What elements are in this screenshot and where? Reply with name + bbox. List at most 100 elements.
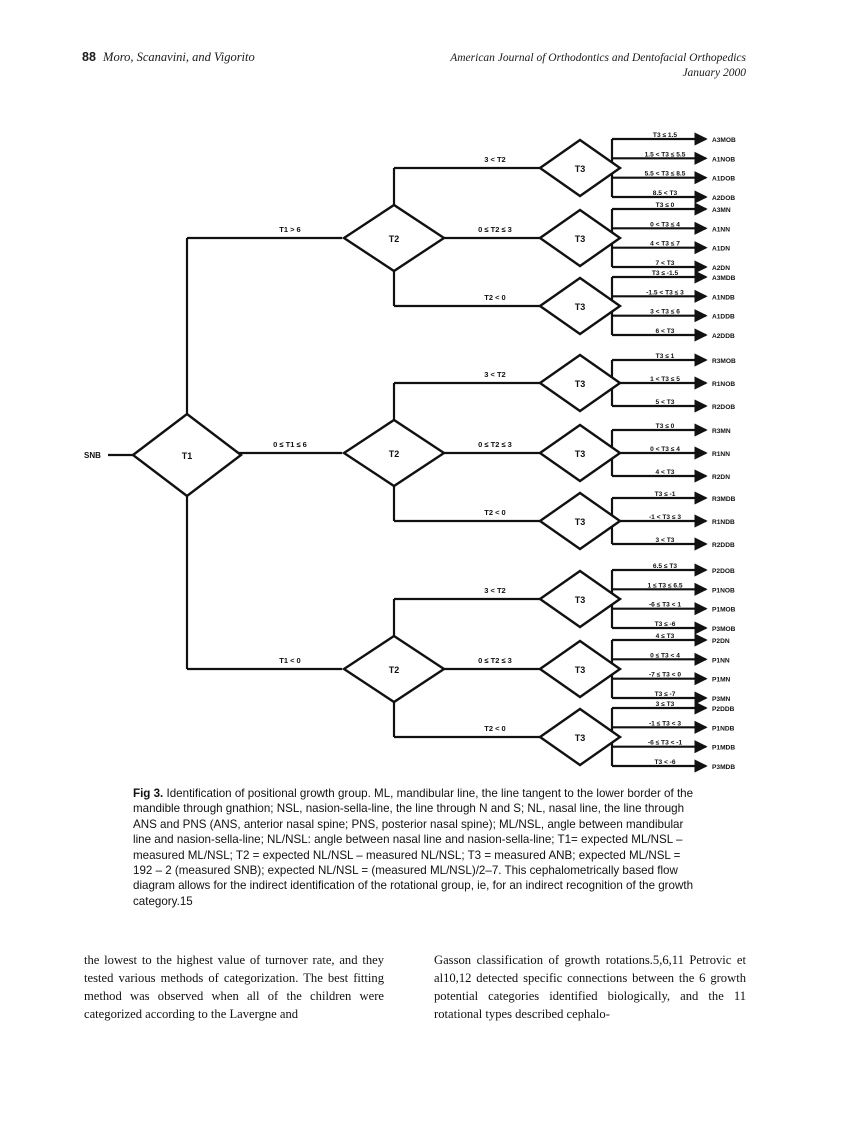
t3-condition-label: -1.5 < T3 ≤ 3 [646,289,684,296]
t3-decision [537,639,623,699]
growth-category-label: A1NN [712,226,730,233]
t3-decision [537,569,623,629]
t3-condition-label: T3 ≤ -1.5 [652,270,679,277]
t3-condition-label: 6 < T3 [656,328,675,335]
figure-caption: Fig 3. Identification of positional grow… [133,786,699,909]
t2-branch-label: T2 < 0 [484,293,505,302]
caption-label: Fig 3. [133,787,164,800]
growth-category-label: A2DN [712,265,730,272]
t3-condition-label: 3 < T3 ≤ 6 [650,309,680,316]
growth-category-label: A1NDB [712,294,735,301]
t2-decision [341,418,447,488]
t3-condition-label: 4 ≤ T3 [656,633,675,640]
growth-category-label: P1NOB [712,587,735,594]
growth-category-label: P3MDB [712,764,735,771]
growth-category-label: P1MN [712,677,731,684]
t1-decision [131,412,243,498]
t3-condition-label: 1 < T3 ≤ 5 [650,376,680,383]
t3-condition-label: 4 < T3 [656,469,675,476]
t3-decision [537,138,623,198]
growth-category-label: R3MOB [712,358,736,365]
t2-decision-label: T2 [389,449,400,459]
growth-category-label: R3MN [712,428,731,435]
t3-condition-label: 1 ≤ T3 ≤ 6.5 [647,582,682,589]
t3-condition-label: 6.5 ≤ T3 [653,563,677,570]
t3-condition-label: 0 < T3 ≤ 4 [650,446,680,453]
growth-category-label: A2DOB [712,195,735,202]
t1-branch-label: T1 < 0 [279,656,300,665]
growth-category-label: P1NDB [712,725,735,732]
growth-category-label: R3MDB [712,496,736,503]
t2-branch-label: 3 < T2 [484,155,505,164]
t2-decision [341,634,447,704]
t2-decision-label: T2 [389,234,400,244]
t3-decision-label: T3 [575,733,586,743]
growth-category-label: A3MOB [712,137,736,144]
t3-condition-label: T3 ≤ -7 [655,691,676,698]
t2-branch-label: 0 ≤ T2 ≤ 3 [478,440,512,449]
t3-decision [537,423,623,483]
t2-branch-label: T2 < 0 [484,724,505,733]
t2-branch-label: 3 < T2 [484,586,505,595]
t3-condition-label: T3 ≤ 1.5 [653,132,677,139]
page-number: 88 [82,50,96,64]
t3-decision-label: T3 [575,234,586,244]
t3-condition-label: 0 ≤ T3 < 4 [650,652,680,659]
growth-category-label: P3MOB [712,626,736,633]
t3-condition-label: T3 ≤ 0 [656,423,675,430]
t3-condition-label: -6 ≤ T3 < -1 [648,740,683,747]
t3-condition-label: 1.5 < T3 ≤ 5.5 [645,151,686,158]
t3-condition-label: 5 < T3 [656,399,675,406]
growth-category-label: A1DN [712,246,730,253]
growth-category-label: A1DDB [712,314,735,321]
t3-condition-label: T3 < -6 [654,759,675,766]
issue-date: January 2000 [682,67,746,79]
t2-branch-label: 0 ≤ T2 ≤ 3 [478,656,512,665]
t3-decision [537,707,623,767]
t1-decision-label: T1 [182,451,193,461]
t3-condition-label: T3 ≤ 1 [656,353,675,360]
growth-category-label: P2DDB [712,706,735,713]
growth-category-label: R2DN [712,474,730,481]
t3-decision [537,276,623,336]
t3-condition-label: -6 ≤ T3 < 1 [649,602,681,609]
t3-condition-label: 3 ≤ T3 [656,701,675,708]
t2-decision [341,203,447,273]
t3-decision [537,208,623,268]
t3-condition-label: 4 < T3 ≤ 7 [650,241,680,248]
t1-branch-label: T1 > 6 [279,225,300,234]
author-list: Moro, Scanavini, and Vigorito [103,50,255,64]
t3-condition-label: T3 ≤ 0 [656,202,675,209]
root-label-snb: SNB [84,451,101,460]
t1-branch-label: 0 ≤ T1 ≤ 6 [273,440,307,449]
growth-category-label: R2DDB [712,542,735,549]
growth-category-label: A1DOB [712,176,735,183]
t3-decision-label: T3 [575,665,586,675]
t2-decision-label: T2 [389,665,400,675]
t3-decision-label: T3 [575,379,586,389]
t3-condition-label: -1 ≤ T3 < 3 [649,720,681,727]
running-header-left: 88 Moro, Scanavini, and Vigorito [82,50,255,65]
growth-category-label: R2DOB [712,404,735,411]
t3-condition-label: 5.5 < T3 ≤ 8.5 [645,171,686,178]
growth-category-label: P1MOB [712,607,736,614]
growth-category-label: P2DN [712,638,730,645]
t2-branch-label: T2 < 0 [484,508,505,517]
growth-category-label: R1NOB [712,381,735,388]
running-header-right: American Journal of Orthodontics and Den… [450,51,746,81]
journal-title: American Journal of Orthodontics and Den… [450,52,746,64]
body-text-right-column: Gasson classification of growth rotation… [434,953,746,1021]
t3-condition-label: 8.5 < T3 [653,190,678,197]
t3-condition-label: T3 ≤ -1 [655,491,676,498]
t3-decision-label: T3 [575,449,586,459]
growth-category-label: A3MDB [712,275,736,282]
t3-decision-label: T3 [575,517,586,527]
t3-decision [537,353,623,413]
t2-branch-label: 0 ≤ T2 ≤ 3 [478,225,512,234]
t3-condition-label: 3 < T3 [656,537,675,544]
t3-decision-label: T3 [575,595,586,605]
growth-category-label: P2DOB [712,568,735,575]
t3-decision-label: T3 [575,302,586,312]
